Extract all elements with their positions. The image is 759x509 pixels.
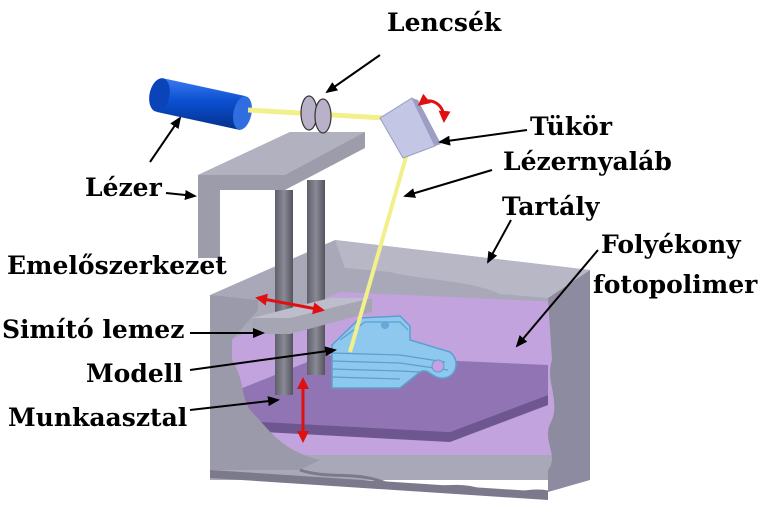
label-laser: Lézer (85, 173, 163, 202)
elevator-rod-right (307, 180, 325, 375)
motion-arrows (255, 93, 451, 443)
double-headed-arrow-icon (255, 293, 325, 315)
label-mirror: Tükör (530, 112, 613, 141)
label-liquid-line1: Folyékony (601, 230, 742, 259)
label-liquid-line2: fotopolimer (593, 270, 758, 299)
label-elevator: Emelőszerkezet (7, 251, 227, 280)
label-lenses: Lencsék (387, 8, 502, 37)
wiper-blade (252, 298, 372, 334)
label-model: Modell (86, 359, 183, 388)
mirror (379, 97, 441, 159)
curved-arrow-icon (417, 93, 451, 123)
label-platform: Munkaasztal (8, 403, 187, 432)
label-tank: Tartály (502, 192, 601, 221)
leader-lines (149, 54, 599, 411)
lens-right (314, 98, 332, 134)
laser-source (149, 78, 252, 130)
tank-right-wall (548, 270, 590, 492)
lenses (300, 95, 332, 134)
label-wiper: Simító lemez (2, 315, 184, 344)
labels: Lencsék Tükör Lézernyaláb Lézer Tartály … (2, 8, 758, 432)
tank-front-wall (210, 295, 320, 470)
elevator-rod-left (275, 190, 293, 395)
label-laser-beam: Lézernyaláb (503, 147, 672, 176)
model (331, 315, 457, 389)
